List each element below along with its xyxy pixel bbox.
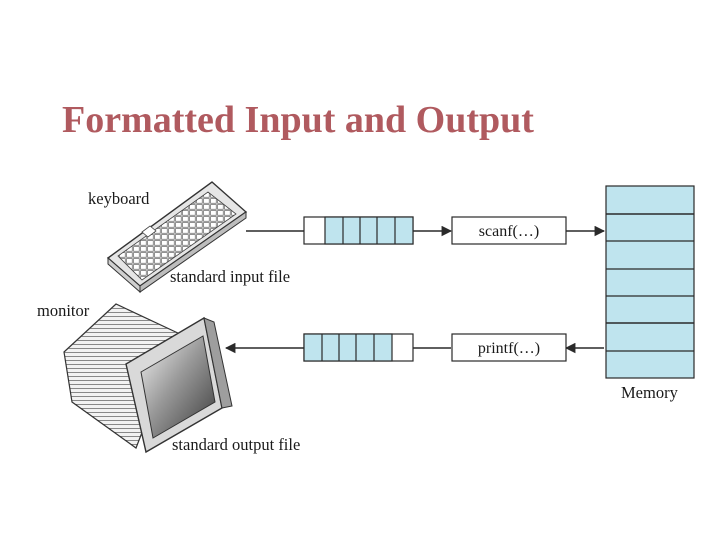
printf-label: printf(…) [478, 340, 540, 357]
page-title: Formatted Input and Output [62, 99, 534, 141]
standard-input-file-label: standard input file [170, 267, 291, 286]
keyboard-icon [106, 181, 248, 294]
monitor-icon [63, 303, 233, 454]
printf-box: printf(…) [451, 333, 567, 362]
scanf-box: scanf(…) [451, 216, 567, 245]
output-buffer [303, 333, 414, 362]
memory-label: Memory [621, 383, 678, 402]
standard-output-file-label: standard output file [172, 435, 301, 454]
scanf-label: scanf(…) [479, 223, 539, 240]
input-buffer [303, 216, 414, 245]
keyboard-label: keyboard [88, 189, 150, 208]
memory-block [605, 185, 695, 379]
monitor-label: monitor [37, 301, 90, 320]
